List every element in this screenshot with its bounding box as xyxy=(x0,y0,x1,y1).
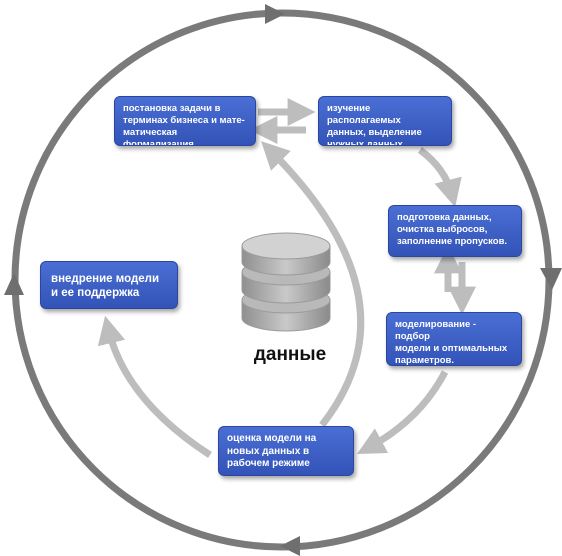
step-evaluation: оценка модели на новых данных в рабочем … xyxy=(218,426,354,476)
cycle-arrowhead-bottom xyxy=(280,536,300,556)
center-label: данные xyxy=(253,344,327,365)
step-problem-definition: постановка задачи в терминах бизнеса и м… xyxy=(114,96,256,146)
step-data-exploration: изучение располагаемых данных, выделение… xyxy=(318,96,452,146)
outer-cycle xyxy=(4,4,562,556)
step-modeling: моделирование - подбор модели и оптималь… xyxy=(386,312,522,366)
arrow-model-to-evaluate xyxy=(356,370,449,454)
step-deployment: внедрение модели и ее поддержка xyxy=(40,261,178,309)
arrow-evaluate-to-deploy xyxy=(97,315,212,458)
cycle-arrowhead-top xyxy=(265,4,285,24)
flow-arrows xyxy=(97,98,476,458)
arrow-explore-to-prepare xyxy=(417,147,462,208)
database-icon xyxy=(241,232,331,332)
step-data-preparation: подготовка данных, очистка выбросов, зап… xyxy=(388,205,522,257)
cycle-arrowhead-left xyxy=(4,273,24,295)
cycle-arrowhead-right xyxy=(540,268,562,290)
arrow-evaluate-to-problem xyxy=(261,141,365,428)
